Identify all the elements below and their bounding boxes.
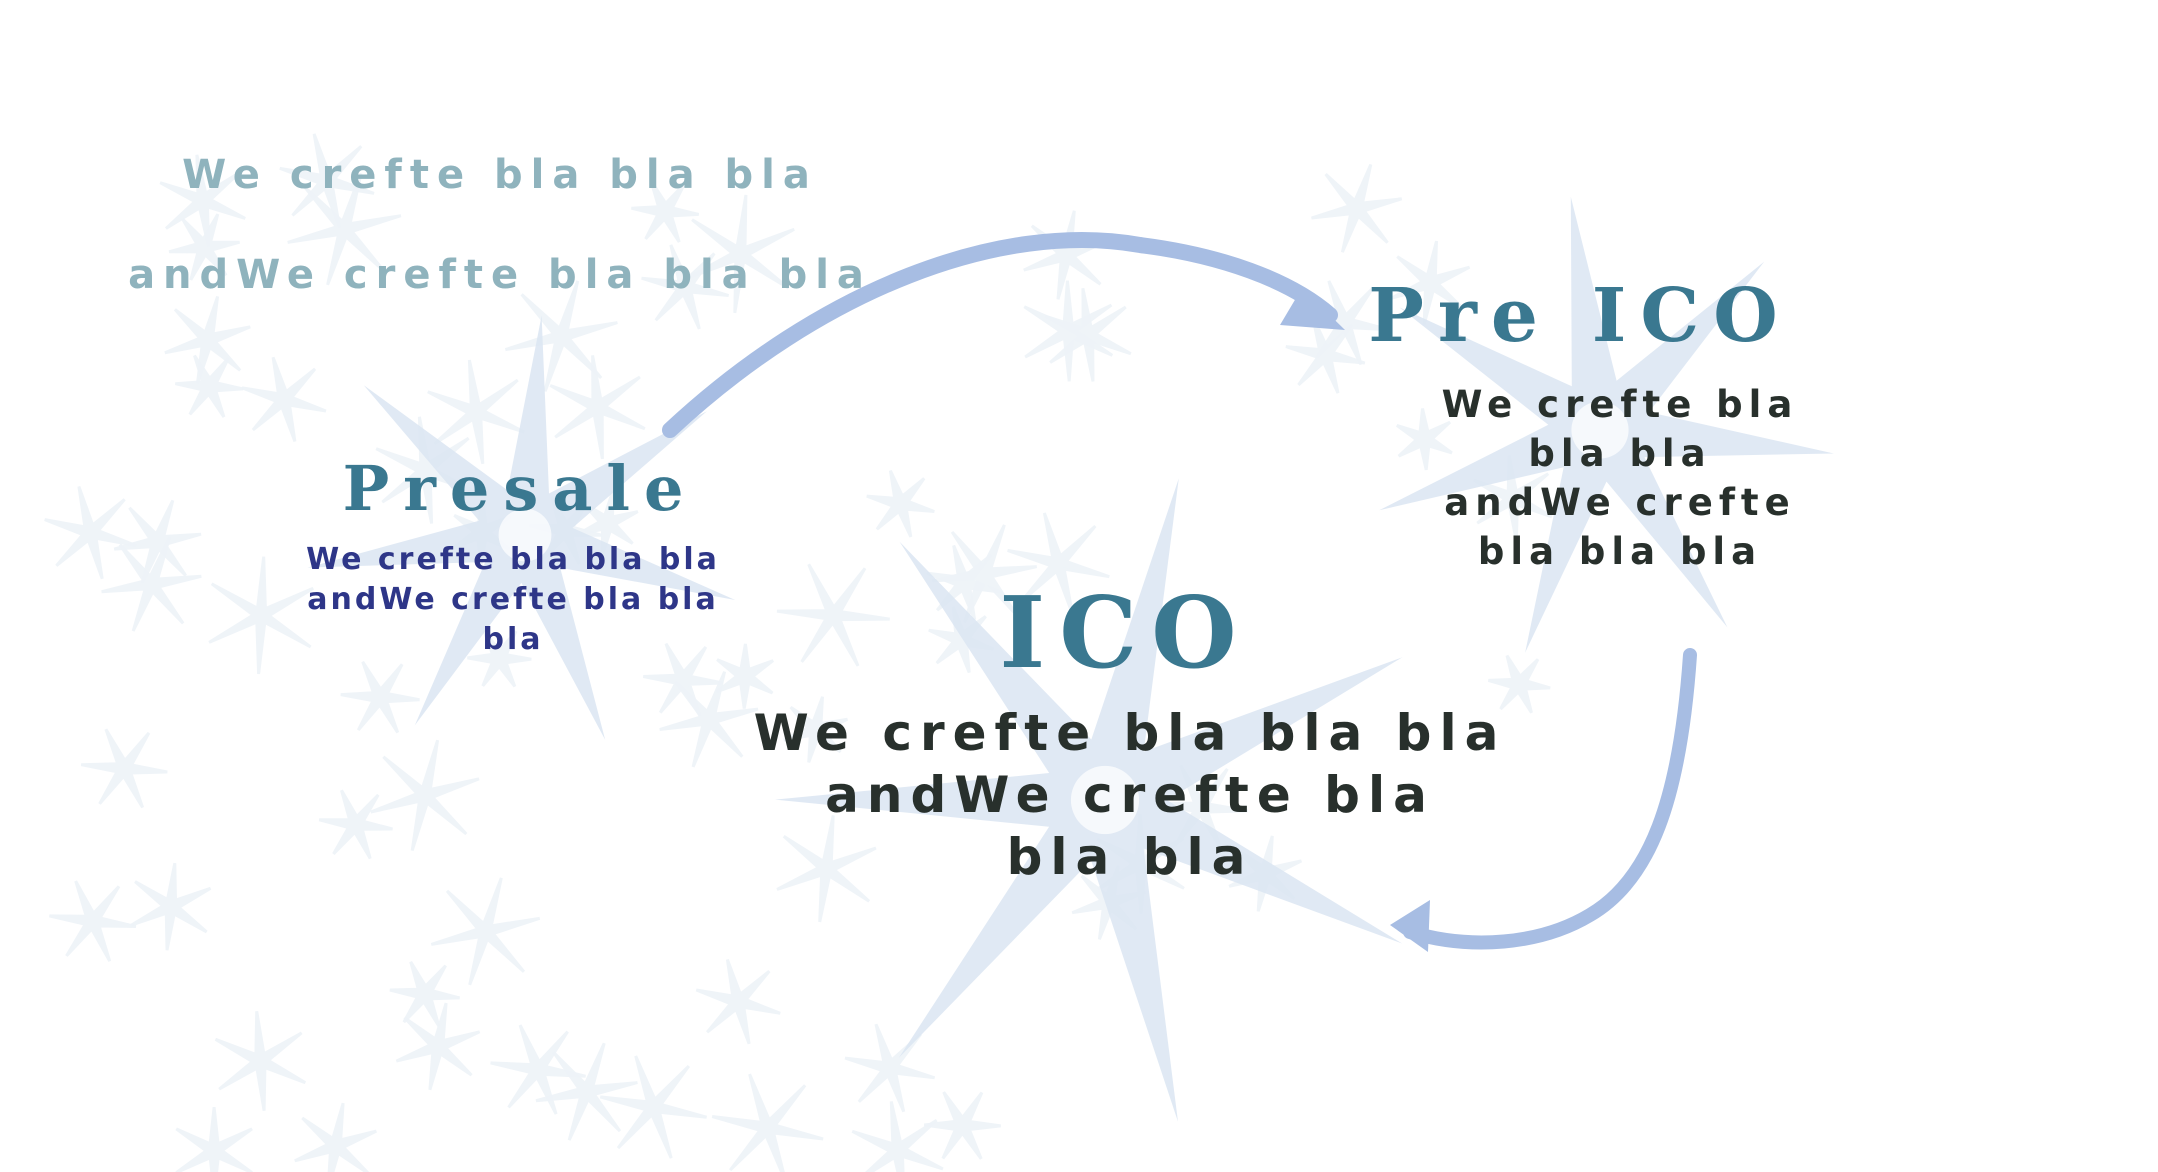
arrow-preico-to-ico <box>1403 648 1697 950</box>
arrowhead-preico <box>1280 288 1345 330</box>
intro-line-1: We crefte bla bla bla <box>182 152 818 198</box>
background-neuron <box>168 213 241 281</box>
background-neuron <box>844 1023 936 1113</box>
background-neuron <box>49 880 137 962</box>
background-neuron <box>631 179 700 243</box>
large-neuron-shapes <box>307 196 1834 1122</box>
intro-text: We crefte bla bla bla andWe crefte bla b… <box>70 100 930 350</box>
background-neuron <box>113 499 202 584</box>
background-neuron <box>866 470 935 538</box>
background-neuron <box>1007 512 1110 615</box>
presale-description: We crefte bla bla bla andWe crefte bla b… <box>306 542 720 657</box>
background-neuron <box>776 815 877 923</box>
background-neuron <box>1311 163 1403 253</box>
background-neuron <box>395 1002 481 1091</box>
background-neuron <box>783 696 849 763</box>
background-neuron <box>685 194 795 314</box>
background-neuron <box>923 1091 1001 1160</box>
ico-title: ICO <box>999 576 1251 691</box>
background-neuron <box>370 739 480 852</box>
background-neuron <box>851 1101 944 1172</box>
faint-neuron-network <box>44 133 1553 1172</box>
background-neuron <box>427 359 525 465</box>
arrow-presale-to-preico <box>662 232 1338 438</box>
background-neuron <box>776 563 890 667</box>
background-neuron <box>294 1102 377 1172</box>
arrowhead-ico <box>1390 900 1430 952</box>
background-neuron <box>599 1055 708 1159</box>
background-neuron <box>130 862 212 951</box>
background-neuron <box>389 961 460 1027</box>
background-neuron <box>1023 280 1114 382</box>
background-neuron <box>642 642 724 717</box>
background-neuron <box>214 1011 307 1111</box>
background-neuron <box>504 280 618 392</box>
pre-ico-title: Pre ICO <box>1368 273 1792 359</box>
background-neuron <box>241 356 327 443</box>
background-neuron <box>490 1024 586 1115</box>
neuron-ico-nucleus <box>1070 765 1140 835</box>
pre-ico-description: We crefte bla bla bla andWe crefte bla b… <box>1441 383 1799 573</box>
background-neuron <box>535 1042 638 1141</box>
neuron-pre-ico-nucleus <box>1571 401 1629 459</box>
background-neuron <box>1044 287 1132 382</box>
background-neuron <box>175 1106 253 1172</box>
background-neuron <box>80 728 168 809</box>
background-neuron <box>1396 408 1453 471</box>
background-neuron <box>375 416 476 524</box>
presale-title: Presale <box>342 452 698 525</box>
intro-line-2: andWe crefte bla bla bla <box>128 252 872 298</box>
background-neuron <box>711 1073 824 1172</box>
ico-description: We crefte bla bla bla andWe crefte bla b… <box>753 704 1507 886</box>
background-neuron <box>549 355 646 460</box>
neuron-presale-nucleus <box>498 508 552 562</box>
background-neuron <box>174 354 244 418</box>
background-neuron <box>279 133 375 229</box>
background-neuron <box>1487 654 1551 714</box>
background-neuron <box>715 643 775 709</box>
background-neuron <box>641 244 730 330</box>
background-neuron <box>430 877 541 986</box>
background-neuron <box>208 556 314 675</box>
background-neuron <box>340 660 420 734</box>
background-neuron <box>318 789 393 860</box>
background-neuron <box>44 485 137 580</box>
background-neuron <box>695 958 781 1045</box>
background-neuron <box>287 172 402 286</box>
